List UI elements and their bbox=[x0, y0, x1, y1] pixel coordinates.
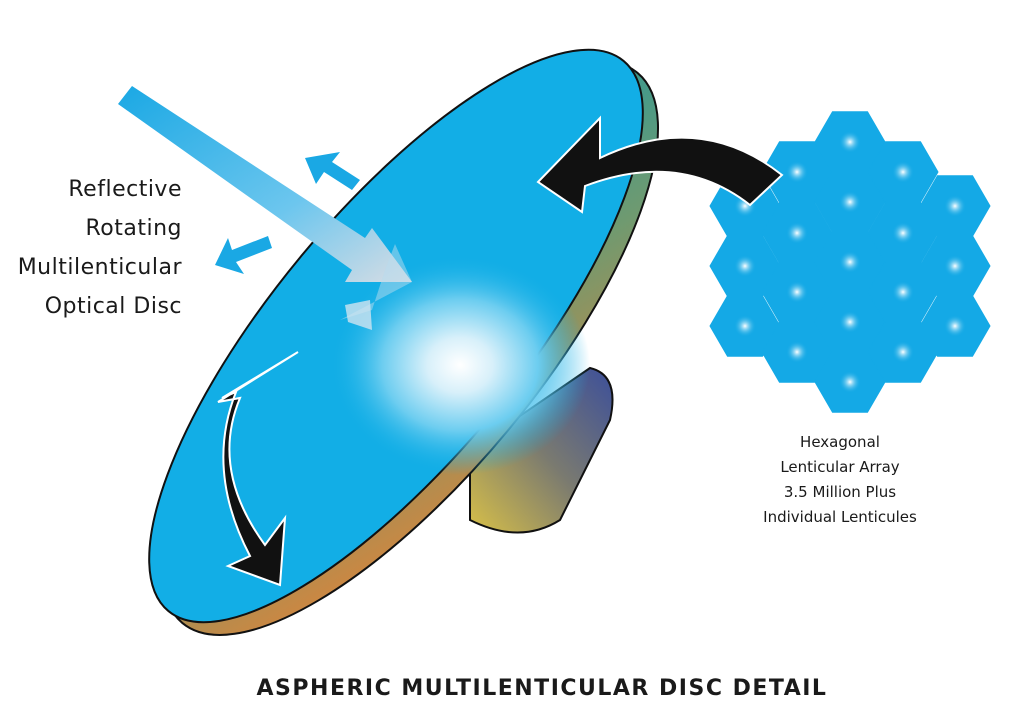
lenticule-highlight bbox=[839, 191, 861, 213]
disc-label: Reflective Rotating Multilenticular Opti… bbox=[18, 170, 182, 326]
label-line: Rotating bbox=[85, 216, 182, 241]
label-line: Individual Lenticules bbox=[763, 508, 917, 526]
label-line: Hexagonal bbox=[800, 433, 880, 451]
lenticule-highlight bbox=[944, 255, 966, 277]
lenticule-highlight bbox=[734, 255, 756, 277]
light-beam-arrow bbox=[118, 86, 412, 330]
label-line: Multilenticular bbox=[17, 255, 182, 280]
label-line: Optical Disc bbox=[44, 294, 182, 319]
reflection-arrows bbox=[215, 152, 360, 274]
lenticule-highlight bbox=[892, 281, 914, 303]
lenticule-highlight bbox=[944, 195, 966, 217]
lenticule-highlight bbox=[734, 315, 756, 337]
lenticule-highlight bbox=[786, 341, 808, 363]
rotation-arrow-icon bbox=[217, 351, 299, 587]
diagram-title: ASPHERIC MULTILENTICULAR DISC DETAIL bbox=[256, 676, 828, 701]
lenticule-highlight bbox=[892, 222, 914, 244]
lenticule-highlight bbox=[786, 281, 808, 303]
lenticule-highlight bbox=[839, 131, 861, 153]
label-line: Reflective bbox=[68, 177, 182, 202]
lenticule-highlight bbox=[892, 341, 914, 363]
lenticule-highlight bbox=[786, 222, 808, 244]
lenticule-highlight bbox=[839, 311, 861, 333]
array-label: Hexagonal Lenticular Array 3.5 Million P… bbox=[740, 430, 940, 530]
lenticule-highlight bbox=[892, 161, 914, 183]
lenticule-highlight bbox=[839, 251, 861, 273]
label-line: Lenticular Array bbox=[780, 458, 900, 476]
pointer-arrow-icon bbox=[536, 115, 784, 214]
lenticule-highlight bbox=[786, 161, 808, 183]
lenticule-highlight bbox=[944, 315, 966, 337]
label-line: 3.5 Million Plus bbox=[783, 483, 897, 501]
disc-glow bbox=[330, 255, 590, 475]
lenticule-highlight bbox=[839, 371, 861, 393]
